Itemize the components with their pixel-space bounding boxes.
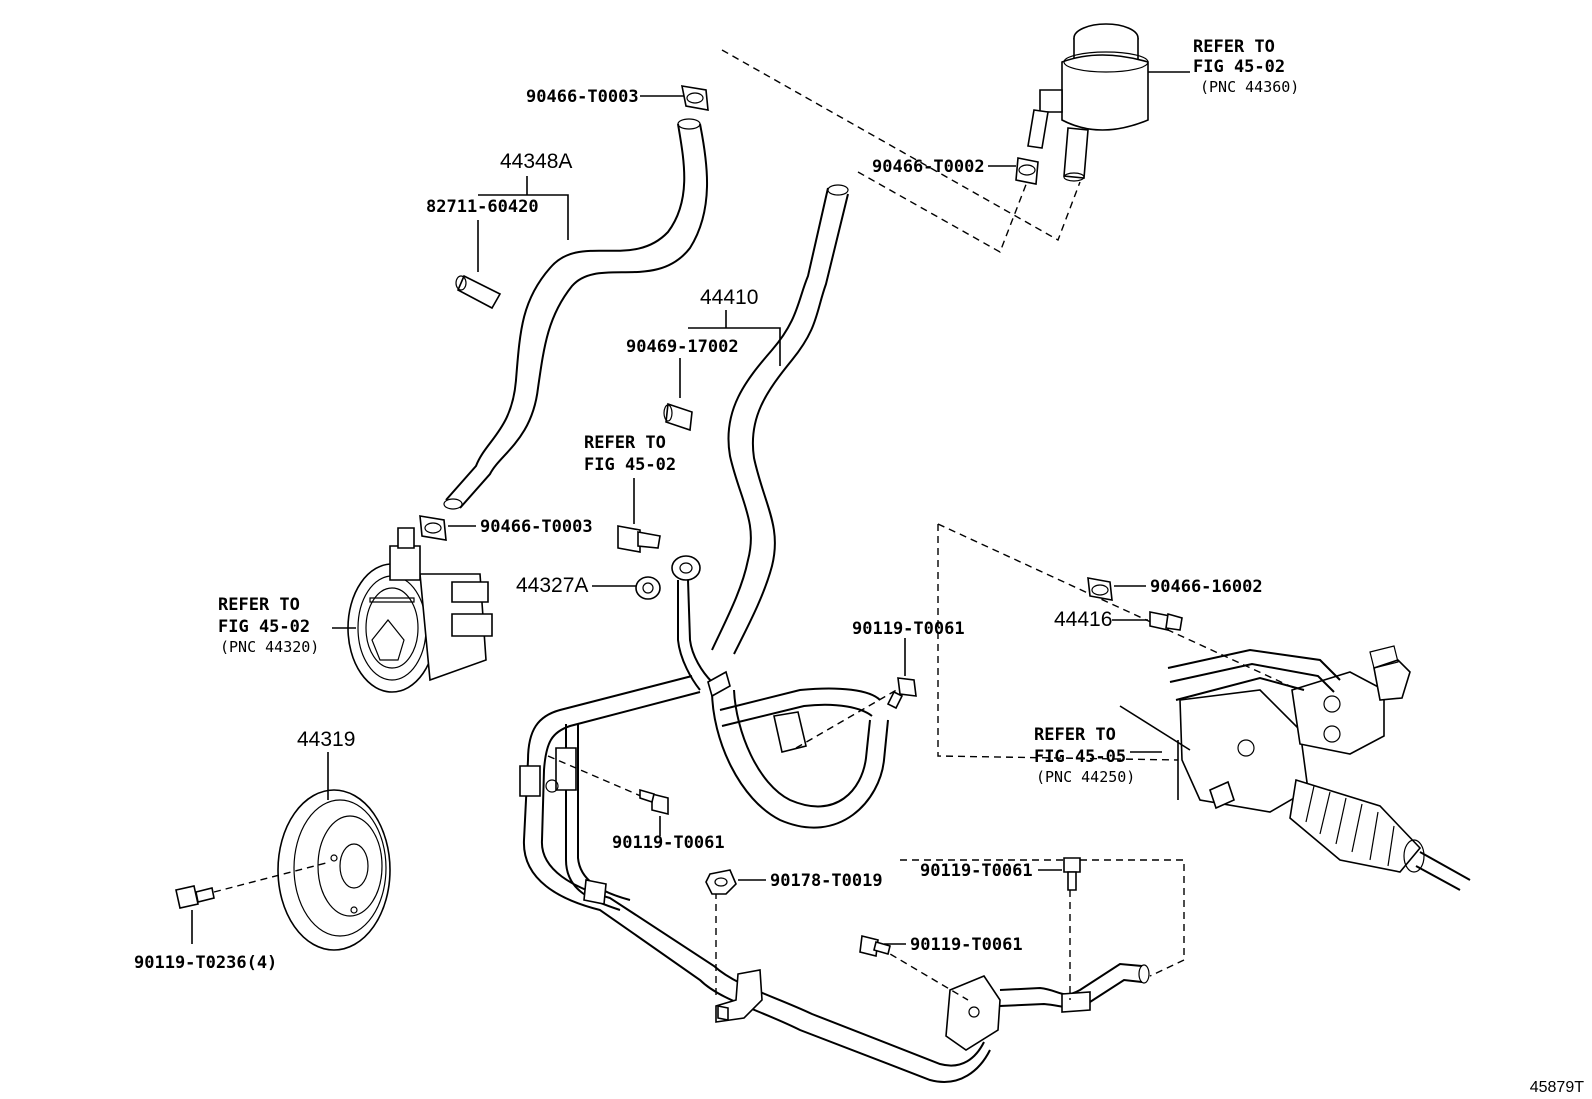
- bolt-90119-T0236[interactable]: [175, 885, 215, 909]
- label-90178-T0019: 90178-T0019: [770, 871, 883, 891]
- ref-reservoir-line3: (PNC 44360): [1200, 78, 1299, 96]
- connector-82711-60420[interactable]: [455, 274, 502, 310]
- ref-gear-line3: (PNC 44250): [1036, 768, 1135, 786]
- label-90119-T0061-c: 90119-T0061: [920, 861, 1033, 881]
- bolt-90119-T0061-b[interactable]: [639, 788, 669, 816]
- label-44410: 44410: [700, 286, 758, 309]
- power-steering-pump[interactable]: [347, 527, 493, 693]
- label-90119-T0236: 90119-T0236(4): [134, 953, 277, 973]
- nut-90178-T0019[interactable]: [705, 869, 737, 895]
- clamp-90466-16002[interactable]: [1087, 577, 1113, 601]
- clamp-90466-T0003-mid[interactable]: [419, 515, 447, 541]
- label-44348A: 44348A: [500, 150, 572, 173]
- ref-pump-line2: FIG 45-02: [218, 617, 310, 637]
- label-90466-16002: 90466-16002: [1150, 577, 1263, 597]
- steering-gear-assembly[interactable]: [1167, 645, 1471, 891]
- gasket-44327A[interactable]: [635, 576, 661, 600]
- label-90119-T0061-b: 90119-T0061: [612, 833, 725, 853]
- label-44327A: 44327A: [516, 574, 588, 597]
- clamp-90466-T0003-top[interactable]: [680, 85, 709, 111]
- ref-gear-line1: REFER TO: [1034, 725, 1116, 745]
- hose-44348A[interactable]: [443, 118, 708, 510]
- ref-bolt-line2: FIG 45-02: [584, 455, 676, 475]
- label-90119-T0061-d: 90119-T0061: [910, 935, 1023, 955]
- label-44319: 44319: [297, 728, 355, 751]
- pressure-tube-fitting[interactable]: [671, 555, 713, 691]
- ref-bolt-line1: REFER TO: [584, 433, 666, 453]
- ref-pump-line3: (PNC 44320): [220, 638, 319, 656]
- union-44416[interactable]: [1149, 611, 1183, 631]
- label-82711-60420: 82711-60420: [426, 197, 539, 217]
- figure-code: 45879T: [1530, 1079, 1584, 1096]
- ref-reservoir-line2: FIG 45-02: [1193, 57, 1285, 77]
- label-90469-17002: 90469-17002: [626, 337, 739, 357]
- bolt-90119-T0061-d[interactable]: [859, 935, 891, 957]
- clamp-90466-T0002[interactable]: [1015, 157, 1039, 185]
- pulley-44319[interactable]: [277, 789, 391, 951]
- bolt-90119-T0061-c[interactable]: [1063, 857, 1081, 891]
- label-90466-T0003-mid: 90466-T0003: [480, 517, 593, 537]
- ref-reservoir-line1: REFER TO: [1193, 37, 1275, 57]
- label-44416: 44416: [1054, 608, 1112, 631]
- label-90466-T0003-top: 90466-T0003: [526, 87, 639, 107]
- reservoir-tank[interactable]: [1027, 23, 1149, 182]
- tube-assembly[interactable]: [519, 670, 1150, 1083]
- hose-44410[interactable]: [711, 184, 849, 655]
- ref-gear-line2: FIG 45-05: [1034, 747, 1126, 767]
- ref-pump-line1: REFER TO: [218, 595, 300, 615]
- union-bolt[interactable]: [617, 525, 661, 553]
- connector-90469-17002[interactable]: [663, 402, 693, 432]
- label-90119-T0061-a: 90119-T0061: [852, 619, 965, 639]
- label-90466-T0002: 90466-T0002: [872, 157, 985, 177]
- bolt-90119-T0061-a[interactable]: [886, 677, 917, 710]
